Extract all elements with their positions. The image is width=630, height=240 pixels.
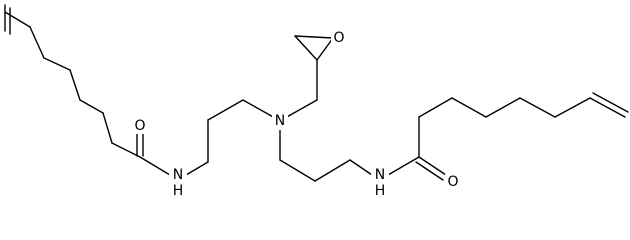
atom-n-tertiary-amine: N xyxy=(275,113,285,129)
bond-right-propyl-2 xyxy=(279,159,316,182)
atom-o-epoxide: O xyxy=(333,30,344,46)
bond-right-chain-5 xyxy=(519,97,556,118)
structure-diagram: O N H N O N H O xyxy=(4,4,629,199)
bond-left-propyl-4 xyxy=(242,99,276,119)
bond-left-chain-3 xyxy=(69,69,81,101)
bond-vinyl-left-single xyxy=(4,11,31,28)
bond-left-chain-1 xyxy=(29,26,45,59)
bond-right-carbonyl-1 xyxy=(418,156,447,176)
bond-left-chain-5 xyxy=(102,112,113,144)
bond-right-propyl-3 xyxy=(314,159,351,182)
bond-vinyl-right-double-1 xyxy=(589,97,626,118)
atom-n-amide-left: N xyxy=(173,167,183,183)
bond-left-amide-cn xyxy=(139,156,171,176)
atom-h-amide-left: H xyxy=(173,183,184,199)
bond-epoxide-c-o-1 xyxy=(294,35,334,39)
bond-right-chain-6 xyxy=(554,97,591,118)
bond-right-chain-2 xyxy=(418,97,453,118)
molecule-canvas: O N H N O N H O xyxy=(4,4,629,199)
bond-right-chain-3 xyxy=(451,97,487,118)
bond-right-chain-4 xyxy=(485,97,521,118)
bond-left-chain-4 xyxy=(79,99,104,114)
bond-left-propyl-3 xyxy=(207,99,244,121)
bond-right-amide-nc xyxy=(387,156,420,176)
bond-glycidyl-n-ch2 xyxy=(284,99,318,119)
bond-left-propyl-1 xyxy=(185,161,209,176)
atom-h-amide-right: H xyxy=(375,183,386,199)
bond-vinyl-right-double-2 xyxy=(592,92,629,113)
atom-o-amide-left: O xyxy=(134,118,145,134)
bond-epoxide-c-o-2 xyxy=(316,37,334,61)
atom-o-amide-right: O xyxy=(447,174,458,190)
bond-right-propyl-4 xyxy=(349,159,373,176)
atom-n-amide-right: N xyxy=(375,167,385,183)
bond-epoxide-c-c xyxy=(294,35,318,61)
bond-left-chain-6 xyxy=(111,142,141,158)
bond-right-carbonyl-2 xyxy=(415,161,444,181)
bond-left-chain-2 xyxy=(43,57,71,71)
